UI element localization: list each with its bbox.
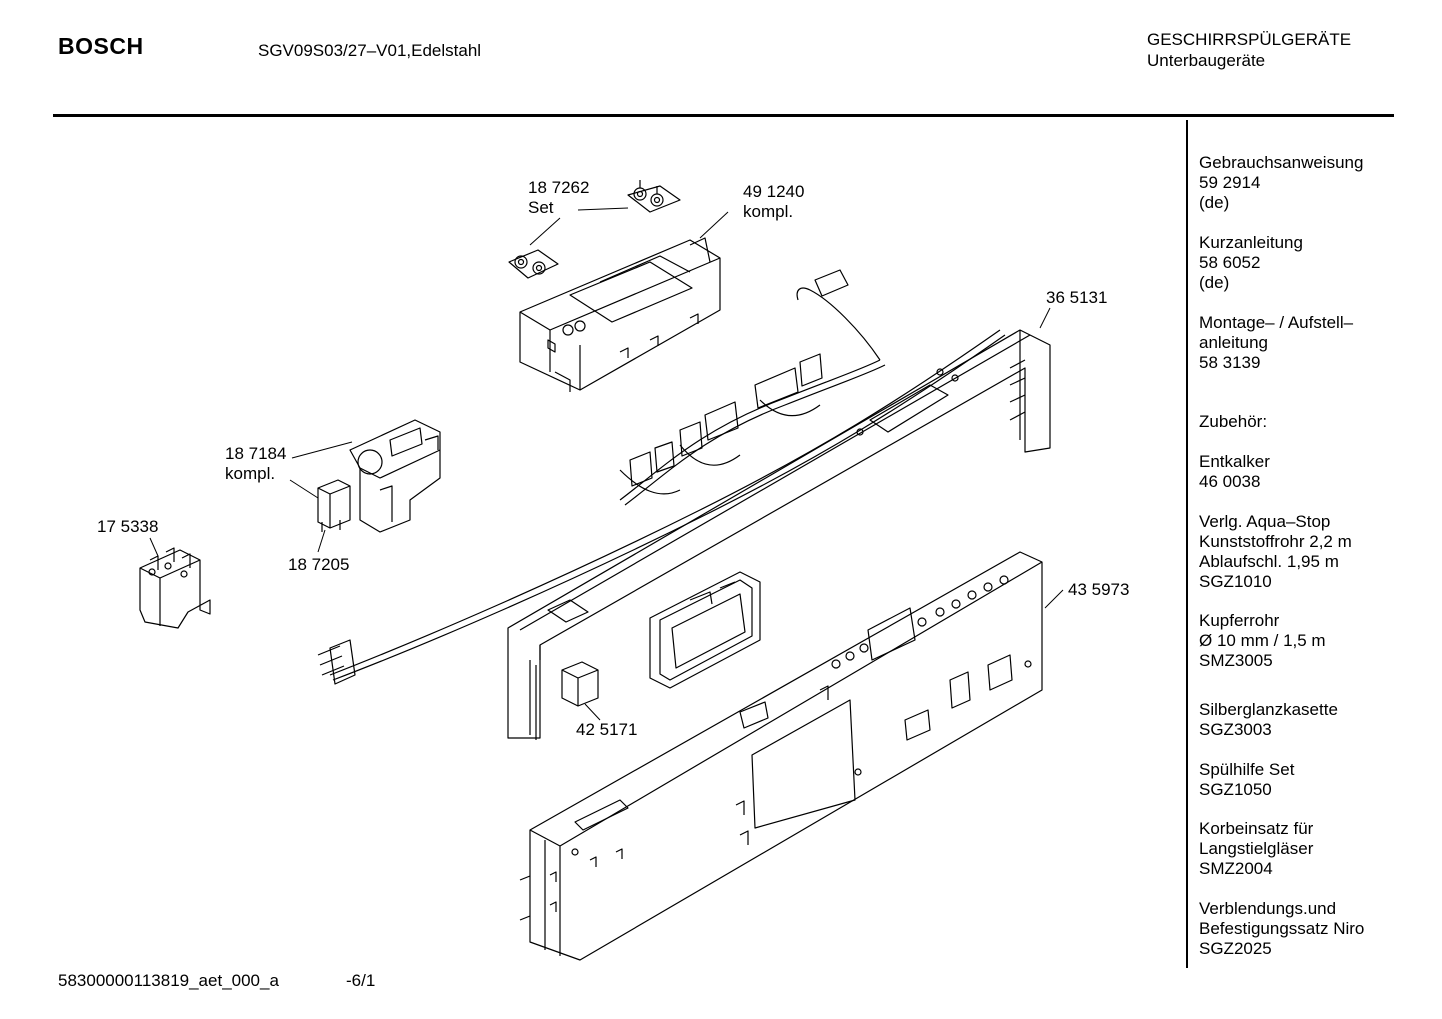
part-switch[interactable] xyxy=(317,479,351,532)
part-label-365131: 36 5131 xyxy=(1046,288,1108,307)
part-label-435973: 43 5973 xyxy=(1068,580,1130,599)
part-valve-assembly[interactable] xyxy=(349,419,441,533)
drawing-id: 58300000113819_aet_000_a xyxy=(58,971,279,990)
model-title: SGV09S03/27–V01,Edelstahl xyxy=(258,41,482,60)
part-bushing-set[interactable] xyxy=(508,180,681,279)
part-label-425171: 42 5171 xyxy=(576,720,638,739)
part-label-187205: 18 7205 xyxy=(288,555,350,574)
leader-lines xyxy=(149,207,1064,721)
category-subtitle: Unterbaugeräte xyxy=(1147,51,1266,70)
part-control-panel[interactable] xyxy=(519,551,1043,961)
part-control-module[interactable] xyxy=(519,237,721,392)
brand-logo: BOSCH xyxy=(58,33,144,59)
category-title: GESCHIRRSPÜLGERÄTE xyxy=(1147,30,1352,49)
sidebar-divider xyxy=(1186,120,1188,968)
header-divider xyxy=(53,114,1394,117)
part-handle-recess[interactable] xyxy=(649,571,761,689)
accessories-heading: Zubehör: xyxy=(1199,412,1268,431)
part-small-block[interactable] xyxy=(561,661,599,707)
part-terminal-block[interactable] xyxy=(139,547,211,629)
part-panel-frame[interactable] xyxy=(507,329,1051,740)
part-wiring-harness[interactable] xyxy=(317,269,1006,685)
part-label-175338: 17 5338 xyxy=(97,517,159,536)
page-number: -6/1 xyxy=(346,971,376,990)
